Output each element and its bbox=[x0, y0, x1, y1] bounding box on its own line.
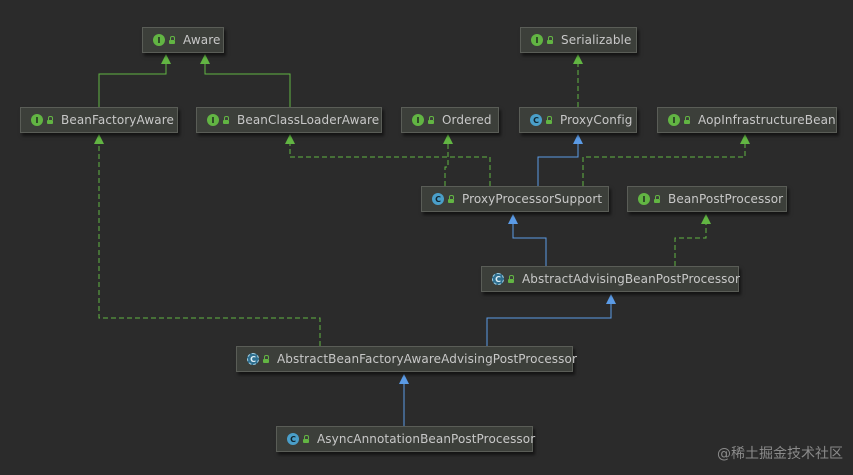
node-label: AbstractAdvisingBeanPostProcessor bbox=[522, 272, 741, 286]
node-label: Serializable bbox=[561, 33, 632, 47]
edge-beanfactoryaware-aware-arrowhead bbox=[161, 54, 171, 64]
class-icon: C bbox=[530, 114, 542, 126]
node-asyncannotationbeanpostprocessor[interactable]: C AsyncAnnotationBeanPostProcessor bbox=[276, 426, 536, 452]
interface-icon: I bbox=[153, 34, 165, 46]
edge-proxyconfig-serializable-arrowhead bbox=[573, 54, 583, 64]
lock-icon bbox=[427, 115, 435, 124]
node-abstractbeanfactoryawareadvisingpostprocessor[interactable]: C AbstractBeanFactoryAwareAdvisingPostPr… bbox=[236, 346, 577, 372]
interface-icon: I bbox=[412, 114, 424, 126]
edge-beanclassloaderaware-aware-arrowhead bbox=[200, 54, 210, 64]
node-beanclassloaderaware[interactable]: I BeanClassLoaderAware bbox=[196, 107, 382, 133]
edge-beanfactoryaware-aware bbox=[98, 63, 167, 107]
node-label: ProxyConfig bbox=[560, 113, 633, 127]
node-abstractadvisingbeanpostprocessor[interactable]: C AbstractAdvisingBeanPostProcessor bbox=[481, 266, 741, 292]
edge-abstractadvising-proxyprocessorsupport-arrowhead bbox=[508, 214, 518, 224]
edge-abfaapp-beanfactoryaware-arrowhead bbox=[94, 134, 104, 144]
lock-icon bbox=[546, 35, 554, 44]
node-proxyconfig[interactable]: C ProxyConfig bbox=[519, 107, 637, 133]
edge-proxyprocessorsupport-aopinfrastructurebean-arrowhead bbox=[740, 134, 750, 144]
node-label: Ordered bbox=[442, 113, 492, 127]
watermark: @稀土掘金技术社区 bbox=[717, 446, 843, 462]
abstract-class-icon: C bbox=[492, 273, 504, 285]
edge-proxyprocessorsupport-beanclassloaderaware-arrowhead bbox=[285, 134, 295, 144]
node-label: BeanPostProcessor bbox=[668, 192, 784, 206]
edge-abfaapp-abstractadvising bbox=[486, 303, 612, 346]
edge-proxyprocessorsupport-ordered bbox=[444, 143, 449, 186]
node-label: BeanClassLoaderAware bbox=[237, 113, 380, 127]
node-label: BeanFactoryAware bbox=[61, 113, 174, 127]
lock-icon bbox=[653, 194, 661, 203]
node-ordered[interactable]: I Ordered bbox=[401, 107, 499, 133]
node-label: AbstractBeanFactoryAwareAdvisingPostProc… bbox=[277, 352, 577, 366]
edge-beanclassloaderaware-aware bbox=[204, 63, 291, 107]
abstract-class-icon: C bbox=[247, 353, 259, 365]
node-aopinfrastructurebean[interactable]: I AopInfrastructureBean bbox=[657, 107, 837, 133]
edge-proxyprocessorsupport-beanclassloaderaware bbox=[289, 143, 491, 186]
class-icon: C bbox=[287, 433, 299, 445]
node-aware[interactable]: I Aware bbox=[142, 27, 224, 53]
lock-icon bbox=[683, 115, 691, 124]
edge-proxyprocessorsupport-aopinfrastructurebean bbox=[582, 143, 746, 186]
lock-icon bbox=[222, 115, 230, 124]
edge-proxyprocessorsupport-proxyconfig bbox=[537, 143, 579, 186]
lock-icon bbox=[262, 354, 270, 363]
class-icon: C bbox=[432, 193, 444, 205]
node-label: Aware bbox=[183, 33, 221, 47]
lock-icon bbox=[447, 194, 455, 203]
lock-icon bbox=[46, 115, 54, 124]
edge-abstractadvising-beanpostprocessor-arrowhead bbox=[701, 214, 711, 224]
node-label: ProxyProcessorSupport bbox=[462, 192, 603, 206]
lock-icon bbox=[302, 434, 310, 443]
lock-icon bbox=[168, 35, 176, 44]
node-label: AsyncAnnotationBeanPostProcessor bbox=[317, 432, 536, 446]
node-serializable[interactable]: I Serializable bbox=[520, 27, 637, 53]
node-proxyprocessorsupport[interactable]: C ProxyProcessorSupport bbox=[421, 186, 609, 212]
edge-async-abfaapp-arrowhead bbox=[399, 374, 409, 384]
node-label: AopInfrastructureBean bbox=[698, 113, 836, 127]
edge-abstractadvising-proxyprocessorsupport bbox=[512, 223, 547, 266]
interface-icon: I bbox=[531, 34, 543, 46]
node-beanfactoryaware[interactable]: I BeanFactoryAware bbox=[20, 107, 178, 133]
edge-proxyprocessorsupport-ordered-arrowhead bbox=[443, 134, 453, 144]
interface-icon: I bbox=[207, 114, 219, 126]
lock-icon bbox=[507, 274, 515, 283]
edge-proxyprocessorsupport-proxyconfig-arrowhead bbox=[573, 134, 583, 144]
lock-icon bbox=[545, 115, 553, 124]
edge-abfaapp-beanfactoryaware bbox=[98, 143, 321, 346]
node-beanpostprocessor[interactable]: I BeanPostProcessor bbox=[627, 186, 787, 212]
interface-icon: I bbox=[668, 114, 680, 126]
edge-abstractadvising-beanpostprocessor bbox=[674, 223, 707, 266]
interface-icon: I bbox=[31, 114, 43, 126]
edge-abfaapp-abstractadvising-arrowhead bbox=[606, 294, 616, 304]
interface-icon: I bbox=[638, 193, 650, 205]
